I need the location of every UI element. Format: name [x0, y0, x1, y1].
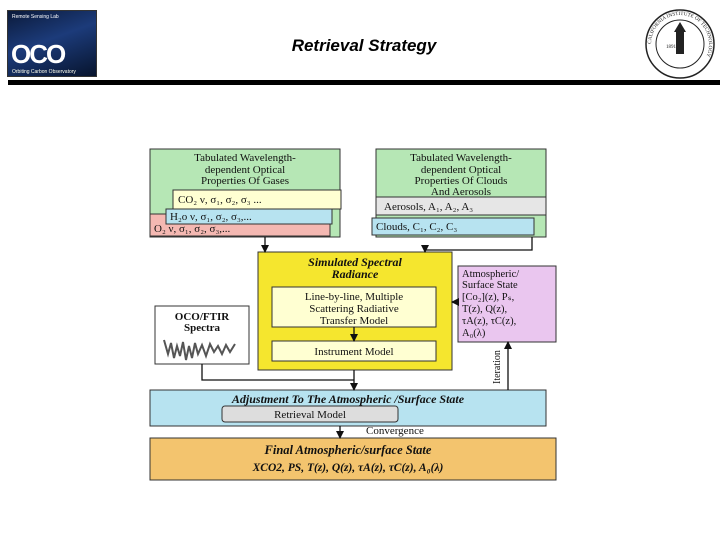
connector-arrows	[201, 237, 533, 439]
spectra-line-1: OCO/FTIR	[175, 311, 230, 323]
gases-line-3: Properties Of Gases	[201, 175, 289, 187]
aerosols-row: Aerosols, A₁, A₂, A₃	[375, 196, 547, 216]
h2o-label: H₂o ν, σ₁, σ₂, σ₃,...	[170, 211, 252, 223]
final-state-box: Final Atmospheric/surface State XCO2, PS…	[149, 437, 557, 481]
clouds-line-2: dependent Optical	[421, 164, 501, 176]
spectra-line-2: Spectra	[184, 322, 221, 334]
o2-label: O₂ ν, σ₁, σ₂, σ₃,...	[154, 223, 231, 235]
state-line-2: Surface State	[462, 280, 518, 291]
adjustment-title: Adjustment To The Atmospheric /Surface S…	[231, 392, 465, 406]
retrieval-model-box: Retrieval Model	[221, 405, 399, 423]
clouds-line-1: Tabulated Wavelength-	[410, 152, 512, 164]
aerosols-label: Aerosols, A₁, A₂, A₃	[384, 201, 473, 213]
gases-line-1: Tabulated Wavelength-	[194, 152, 296, 164]
state-line-1: Atmospheric/	[462, 269, 519, 280]
state-line-4: T(z), Q(z),	[462, 304, 507, 315]
line-spectra-to-adjustment	[201, 364, 354, 381]
clouds-line-3: Properties Of Clouds	[415, 175, 508, 187]
oco-logo: Remote Sensing Lab OCO Orbiting Carbon O…	[7, 10, 97, 77]
logo-top-text: Remote Sensing Lab	[12, 14, 59, 20]
title-divider	[8, 80, 720, 85]
co2-label: CO₂ ν, σ₁, σ₂, σ₃ ...	[178, 194, 262, 206]
instrument-model-box: Instrument Model	[271, 340, 437, 362]
rt-model-box: Line-by-line, Multiple Scattering Radiat…	[271, 286, 437, 328]
rt-line-2: Scattering Radiative	[309, 303, 399, 315]
spectrum-trace-icon	[163, 339, 236, 361]
rt-line-3: Transfer Model	[320, 315, 388, 327]
state-line-3: [Co₂](z), Pₛ,	[462, 292, 514, 303]
iteration-label: Iteration	[492, 350, 503, 384]
spectra-box: OCO/FTIR Spectra	[154, 305, 250, 365]
final-vars: XCO2, PS, T(z), Q(z), τA(z), τC(z), A₀(λ…	[252, 462, 444, 474]
simulated-line-2: Radiance	[331, 267, 379, 281]
final-title: Final Atmospheric/surface State	[264, 443, 432, 457]
retrieval-strategy-diagram: Tabulated Wavelength- dependent Optical …	[149, 148, 557, 481]
logo-caption: Orbiting Carbon Observatory	[12, 69, 76, 75]
simulated-line-1: Simulated Spectral	[308, 255, 402, 269]
caltech-seal-icon: CALIFORNIA INSTITUTE OF TECHNOLOGY 1891	[645, 9, 715, 79]
retrieval-model-label: Retrieval Model	[274, 409, 346, 421]
h2o-row: H₂o ν, σ₁, σ₂, σ₃,...	[165, 208, 333, 225]
page-title: Retrieval Strategy	[291, 36, 437, 55]
clouds-row: Clouds, C₁, C₂, C₃	[371, 217, 535, 236]
arrow-clouds-to-radiance	[421, 237, 533, 253]
seal-year: 1891	[666, 45, 677, 50]
clouds-line-4: And Aerosols	[431, 186, 491, 198]
atmospheric-state-box: Atmospheric/ Surface State [Co₂](z), Pₛ,…	[457, 265, 557, 343]
convergence-label: Convergence	[366, 425, 424, 437]
clouds-label: Clouds, C₁, C₂, C₃	[376, 221, 457, 233]
state-line-5: τA(z), τC(z),	[462, 316, 516, 327]
rt-line-1: Line-by-line, Multiple	[305, 291, 403, 303]
instrument-model-label: Instrument Model	[314, 346, 393, 358]
logo-big-text: OCO	[11, 39, 66, 69]
co2-row: CO₂ ν, σ₁, σ₂, σ₃ ...	[172, 189, 342, 210]
state-line-6: A₀(λ)	[462, 328, 486, 339]
gases-line-2: dependent Optical	[205, 164, 285, 176]
